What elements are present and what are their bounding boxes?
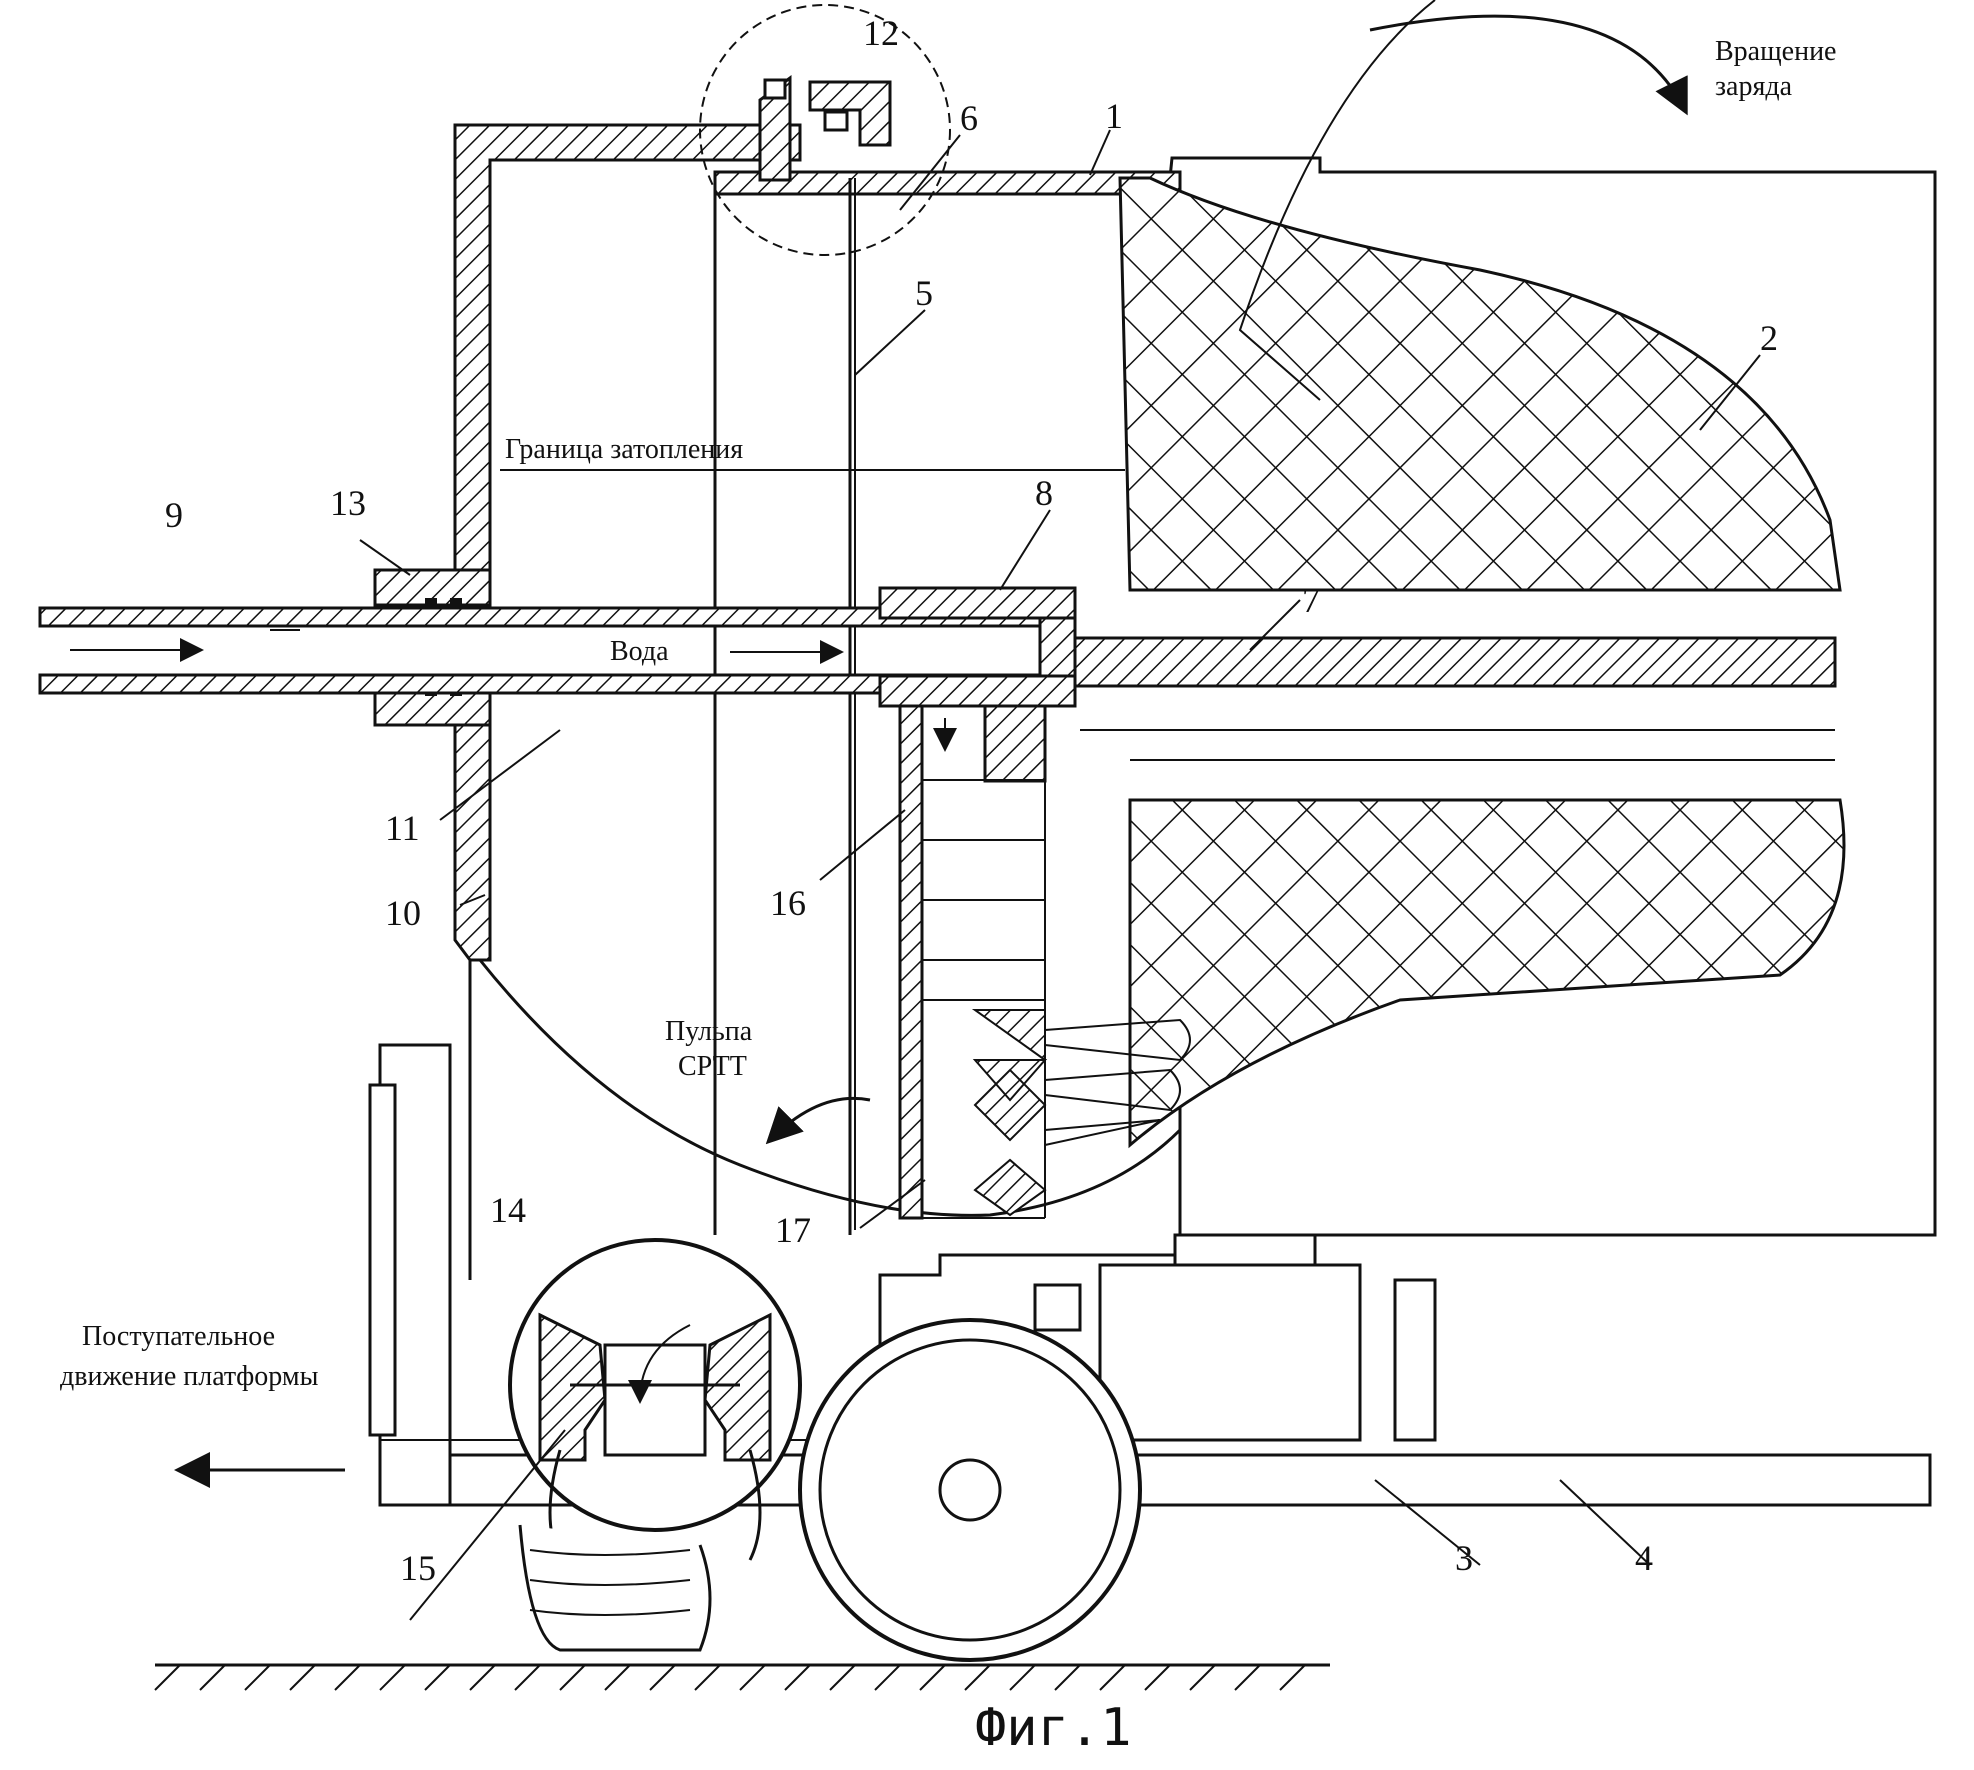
callout-7: 7 xyxy=(1302,580,1320,620)
hood-10-lower xyxy=(455,690,490,960)
callout-11: 11 xyxy=(385,808,420,848)
wheel xyxy=(800,1320,1140,1660)
callout-4: 4 xyxy=(1635,1538,1653,1578)
motion-label-line1: Поступательное xyxy=(82,1321,275,1352)
hood-10 xyxy=(455,125,800,600)
callout-5: 5 xyxy=(915,273,933,313)
rod-7 xyxy=(1075,638,1835,686)
callout-8: 8 xyxy=(1035,473,1053,513)
callout-17: 17 xyxy=(775,1210,811,1250)
callout-13: 13 xyxy=(330,483,366,523)
callout-3: 3 xyxy=(1455,1538,1473,1578)
callout-1: 1 xyxy=(1105,96,1123,136)
callout-12: 12 xyxy=(863,13,899,53)
callout-6: 6 xyxy=(960,98,978,138)
callout-14: 14 xyxy=(490,1190,526,1230)
callout-2: 2 xyxy=(1760,318,1778,358)
ground xyxy=(155,1665,1330,1690)
callout-15: 15 xyxy=(400,1548,436,1588)
motion-label-line2: движение платформы xyxy=(60,1361,319,1392)
water-label: Вода xyxy=(610,636,669,667)
fitting-8 xyxy=(880,588,1075,706)
rotation-label-line2: заряда xyxy=(1715,71,1793,102)
callout-9: 9 xyxy=(165,495,183,535)
rotation-label-line1: Вращение xyxy=(1715,36,1837,67)
callout-16: 16 xyxy=(770,883,806,923)
pulp-label-line1: Пульпа xyxy=(665,1016,753,1047)
figure-caption: Фиг.1 xyxy=(975,1698,1132,1758)
callout-10: 10 xyxy=(385,893,421,933)
seal-13 xyxy=(375,570,490,725)
pulp-label-line2: СРТТ xyxy=(678,1051,747,1082)
flood-boundary-label: Граница затопления xyxy=(505,434,743,465)
